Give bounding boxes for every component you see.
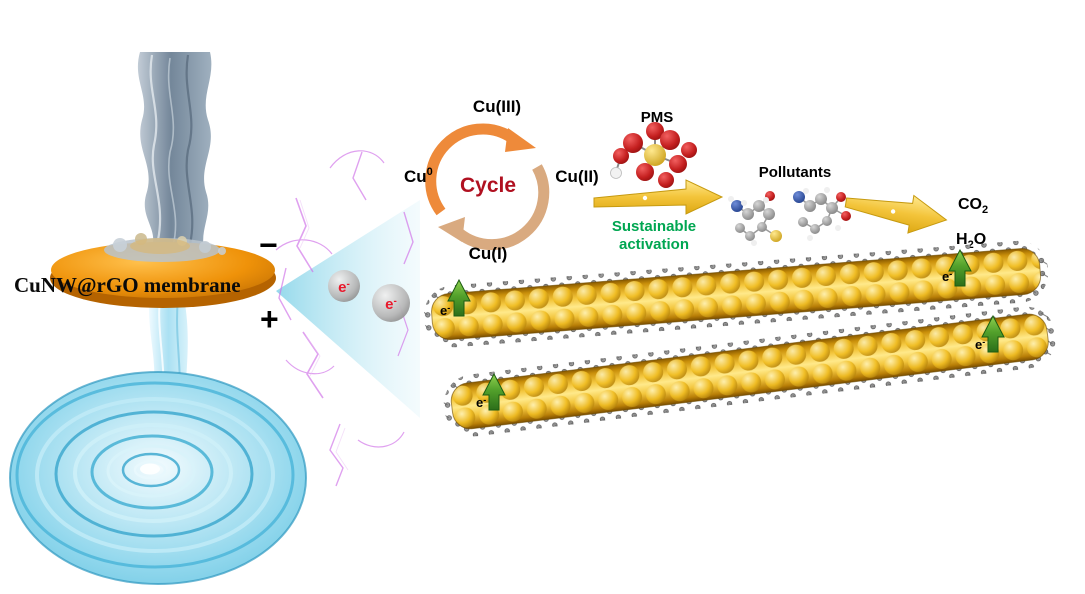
electron-label-1: e- [338, 279, 350, 296]
arrow-dot [890, 209, 896, 214]
cycle-arrow-top [425, 123, 516, 216]
arrow-right-icon [844, 194, 948, 234]
membrane-label: CuNW@rGO membrane [14, 273, 241, 297]
water-jet-texture [167, 57, 177, 247]
label-cu0: Cu0 [404, 166, 433, 186]
water-jet-highlight [149, 54, 162, 241]
up-arrow-icon [482, 372, 506, 411]
pollutants-label: Pollutants [759, 164, 832, 181]
electron-sphere-2 [372, 284, 410, 322]
lightning-glow [299, 199, 349, 471]
electron-arrow-1 [447, 278, 471, 317]
up-arrow-icon [447, 278, 471, 317]
plus-sign: + [260, 301, 279, 337]
co2-label: CO2 [958, 196, 988, 216]
ripples [15, 381, 295, 569]
cu-cycle: Cycle Cu(III) Cu0 Cu(II) Cu(I) [404, 97, 599, 263]
pms-molecule [610, 122, 697, 188]
cycle-arrow-bottom-head [438, 217, 465, 242]
beam-triangle [276, 200, 420, 418]
up-arrow-icon [948, 248, 972, 287]
cycle-arrow-top-head [505, 128, 536, 152]
sustainable-arrow [593, 179, 724, 215]
membrane-disc [50, 233, 276, 308]
sustainable-line2: activation [619, 236, 689, 253]
arrow-dot [642, 195, 648, 201]
sustainable-line1: Sustainable [612, 218, 696, 235]
pool-splash-center [140, 463, 160, 475]
water-jet [137, 52, 212, 252]
nanowire-2-atoms [451, 314, 1049, 429]
cycle-title: Cycle [460, 174, 516, 197]
water-jet-body [137, 52, 212, 252]
electron-label-2: e- [385, 296, 397, 313]
electron-label-tube-4: e- [476, 395, 486, 410]
up-arrow-icon [981, 314, 1005, 353]
pool-rim [9, 371, 307, 585]
electron-label-tube-3: e- [975, 337, 985, 352]
pms-label: PMS [641, 109, 674, 126]
electron-label-tube-1: e- [440, 303, 450, 318]
ripple-pool [9, 371, 307, 585]
label-cu3: Cu(III) [473, 97, 521, 116]
electron-arrow-4 [482, 372, 506, 411]
electron-label-tube-2: e- [942, 269, 952, 284]
nanowire-1-atoms [431, 248, 1041, 340]
arrow-right-icon [593, 179, 724, 215]
pollutant-molecules [728, 187, 851, 246]
electron-beam: e- e- [275, 150, 420, 487]
electron-arrow-2 [948, 248, 972, 287]
impact-splash [104, 233, 226, 262]
minus-sign: − [259, 227, 278, 263]
nanowire-2 [443, 306, 1056, 437]
nanowire-1 [423, 240, 1049, 348]
membrane-disc-top [51, 242, 275, 298]
water-jet-shadow [185, 54, 194, 245]
electron-arrow-3 [981, 314, 1005, 353]
cycle-arrow-bottom [455, 164, 550, 251]
label-cu2: Cu(II) [555, 167, 598, 186]
electron-sphere-1 [328, 270, 360, 302]
products-arrow [844, 194, 948, 234]
label-cu1: Cu(I) [469, 244, 508, 263]
